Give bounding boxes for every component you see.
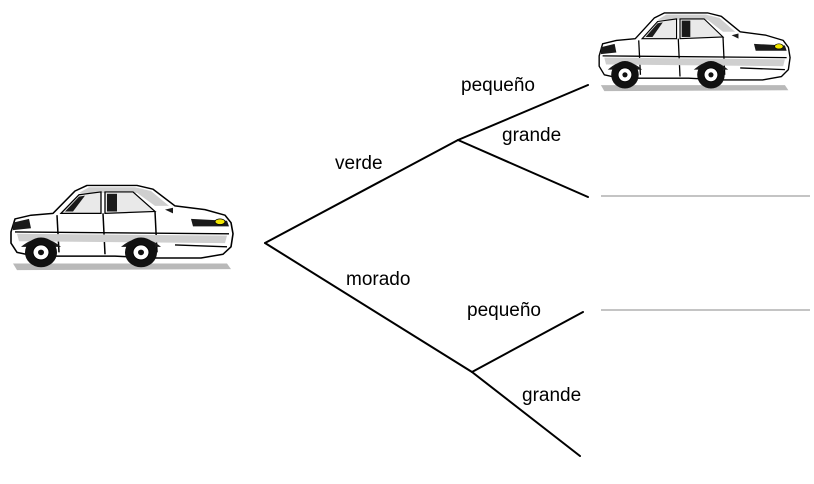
label-grande-bottom: grande bbox=[522, 385, 581, 406]
branch-morado-grande bbox=[471, 371, 581, 457]
branch-verde-grande bbox=[457, 139, 589, 198]
branch-verde bbox=[264, 139, 459, 244]
car-icon bbox=[598, 12, 791, 92]
branch-morado-pequeno bbox=[471, 311, 584, 373]
branch-verde-pequeno bbox=[457, 84, 589, 141]
label-morado: morado bbox=[346, 269, 410, 290]
label-pequeno-top: pequeño bbox=[461, 75, 535, 96]
car-icon bbox=[10, 184, 234, 271]
label-verde: verde bbox=[335, 153, 383, 174]
label-grande-top: grande bbox=[502, 125, 561, 146]
branch-morado bbox=[264, 242, 473, 373]
label-pequeno-bottom: pequeño bbox=[467, 300, 541, 321]
